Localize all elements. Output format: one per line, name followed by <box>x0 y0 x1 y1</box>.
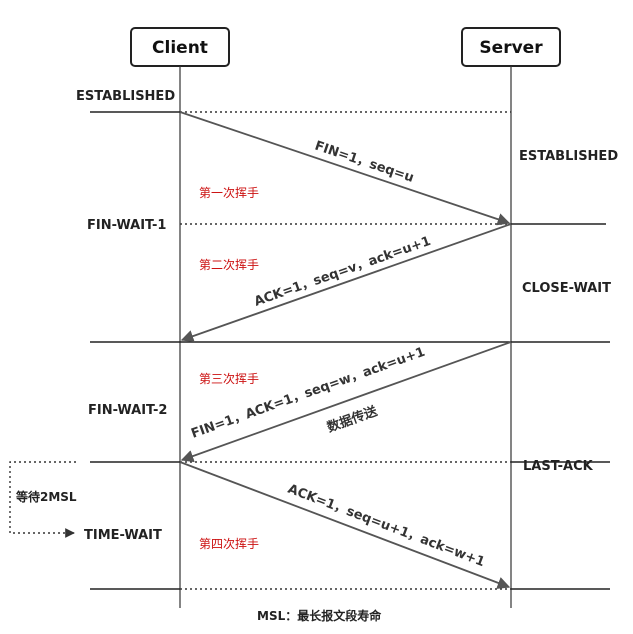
wait-2msl-bracket <box>9 461 76 538</box>
message-arrow-4 <box>179 461 511 589</box>
server-state-close-wait: CLOSE-WAIT <box>522 281 611 296</box>
step-label-4: 第四次挥手 <box>199 537 259 551</box>
wait-label-bg <box>13 486 77 506</box>
server-state-established: ESTABLISHED <box>519 149 618 164</box>
wait-2msl-label: 等待2MSL <box>15 489 77 504</box>
client-state-fin-wait-1: FIN-WAIT-1 <box>87 218 166 233</box>
data-transfer-label: 数据传送 <box>325 403 380 436</box>
step-label-3: 第三次挥手 <box>199 372 259 386</box>
client-label: Client <box>152 38 208 58</box>
message-arrow-1 <box>179 111 511 226</box>
client-state-fin-wait-2: FIN-WAIT-2 <box>88 403 167 418</box>
message-arrow-3 <box>180 341 512 463</box>
msl-footnote: MSL：最长报文段寿命 <box>257 608 382 623</box>
step-label-2: 第二次挥手 <box>199 258 259 272</box>
message-arrow-2 <box>180 223 512 343</box>
server-actor: Server <box>461 27 561 67</box>
step-label-1: 第一次挥手 <box>199 186 259 200</box>
client-state-time-wait: TIME-WAIT <box>84 528 162 543</box>
message-label-3: FIN=1，ACK=1，seq=w，ack=u+1 <box>189 345 427 442</box>
server-state-last-ack: LAST-ACK <box>523 459 594 474</box>
message-label-4: ACK=1，seq=u+1，ack=w+1 <box>286 482 487 570</box>
client-state-established: ESTABLISHED <box>76 89 175 104</box>
message-label-2: ACK=1，seq=v，ack=u+1 <box>252 234 432 310</box>
client-actor: Client <box>130 27 230 67</box>
server-label: Server <box>479 38 543 58</box>
